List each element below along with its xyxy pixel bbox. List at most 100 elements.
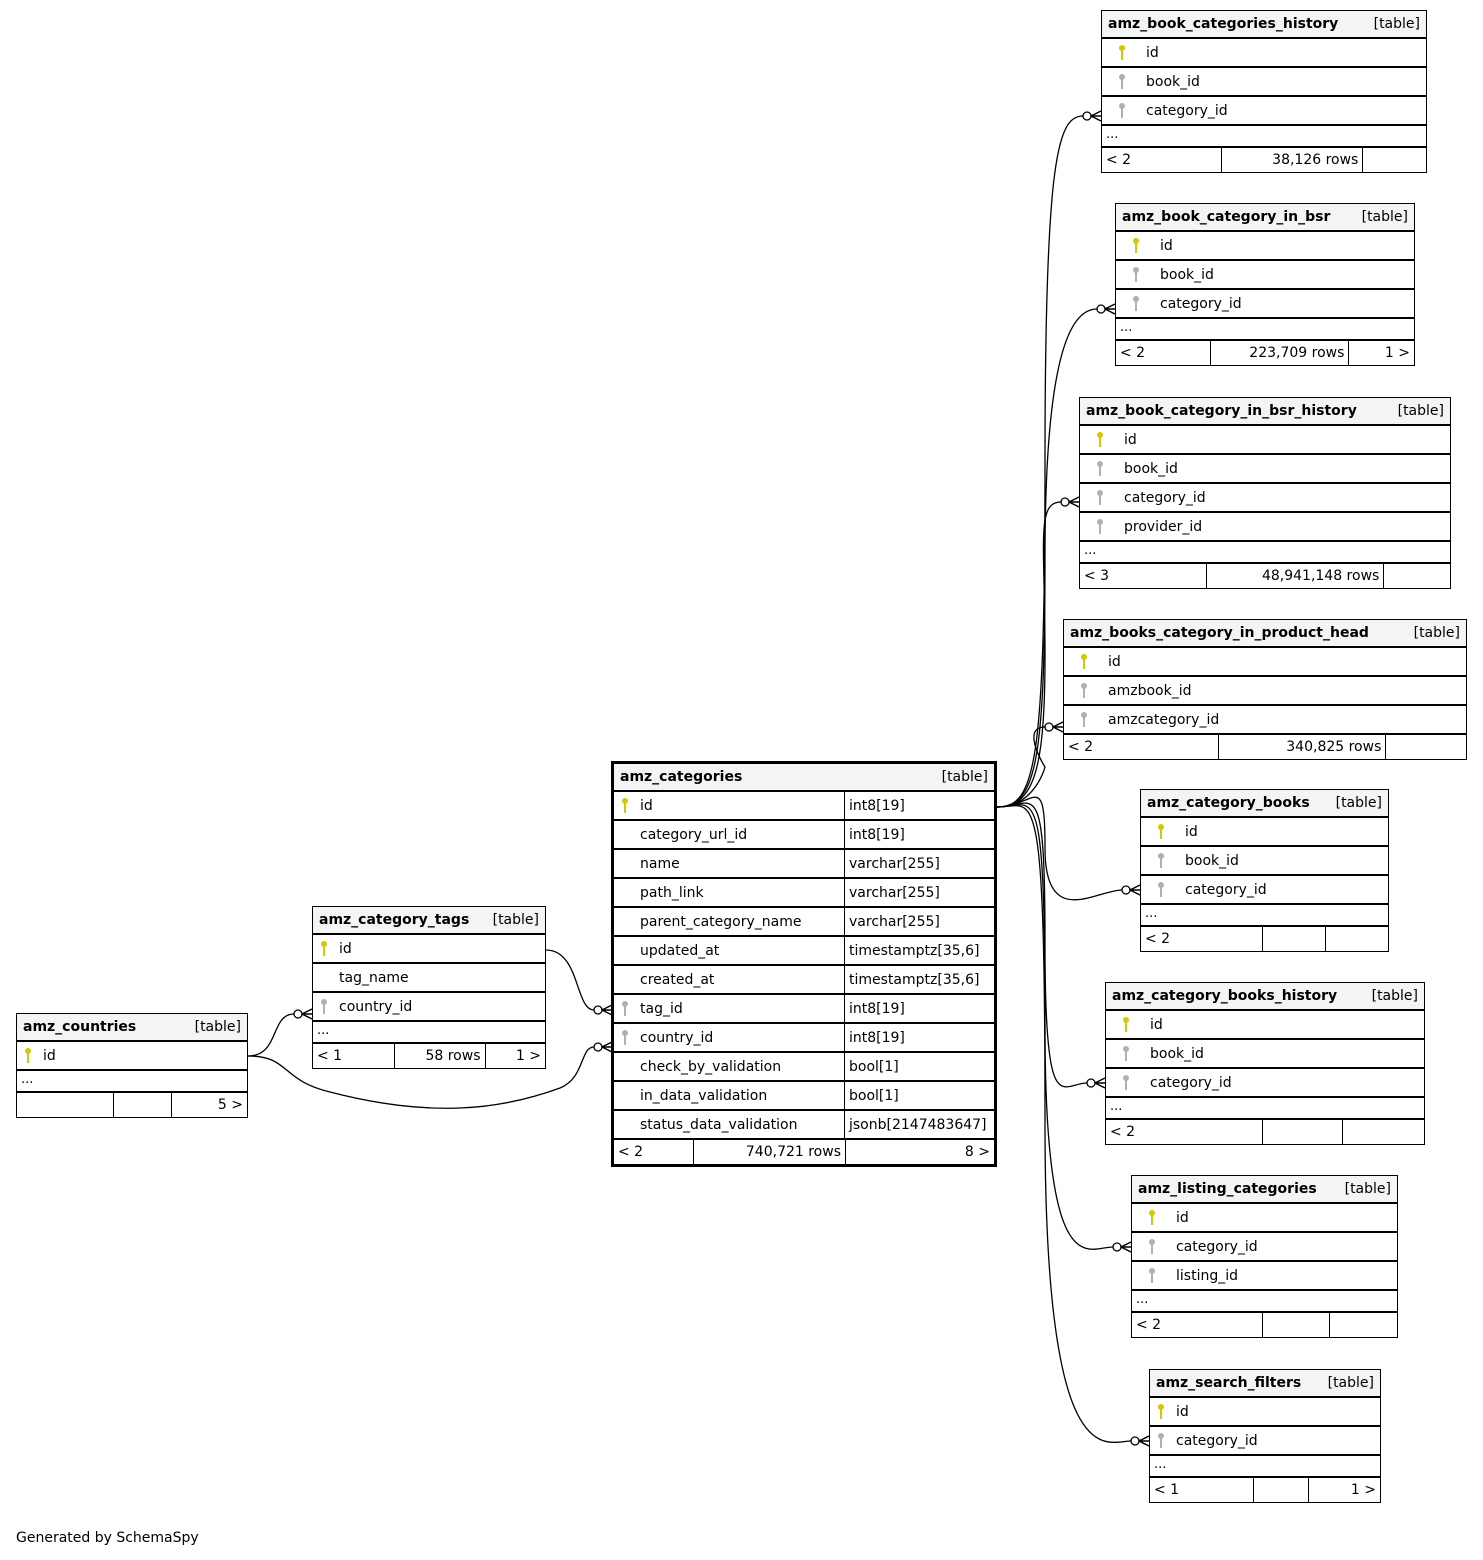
column-row[interactable]: tag_name	[313, 964, 545, 993]
table-amz-countries[interactable]: amz_countries[table]id...5 >	[16, 1013, 248, 1118]
column-row[interactable]: book_id	[1080, 455, 1450, 484]
parents-link[interactable]: < 3	[1080, 564, 1208, 588]
table-amz-book-category-in-bsr-history[interactable]: amz_book_category_in_bsr_history[table]i…	[1079, 397, 1451, 589]
table-name[interactable]: amz_countries	[23, 1019, 137, 1035]
table-name[interactable]: amz_search_filters	[1156, 1375, 1302, 1391]
column-row[interactable]: country_id	[313, 993, 545, 1022]
column-row[interactable]: category_id	[1106, 1069, 1424, 1098]
column-row[interactable]: id	[1080, 426, 1450, 455]
parents-link[interactable]: < 1	[313, 1044, 396, 1068]
column-row[interactable]: book_id	[1141, 847, 1388, 876]
column-row[interactable]: id	[1116, 232, 1414, 261]
table-header[interactable]: amz_categories[table]	[614, 764, 994, 792]
column-row[interactable]: category_id	[1132, 1233, 1397, 1262]
table-header[interactable]: amz_countries[table]	[17, 1014, 247, 1042]
column-row[interactable]: category_id	[1102, 97, 1426, 126]
children-link[interactable]	[1384, 564, 1450, 588]
table-header[interactable]: amz_category_books[table]	[1141, 790, 1388, 818]
table-name[interactable]: amz_categories	[620, 769, 743, 785]
column-row[interactable]: category_id	[1141, 876, 1388, 905]
children-link[interactable]	[1330, 1313, 1398, 1337]
column-row[interactable]: book_id	[1116, 261, 1414, 290]
edge-product-head	[996, 726, 1046, 808]
table-amz-books-category-in-product-head[interactable]: amz_books_category_in_product_head[table…	[1063, 619, 1467, 760]
table-name[interactable]: amz_listing_categories	[1138, 1181, 1317, 1197]
column-row[interactable]: amzcategory_id	[1064, 706, 1466, 735]
table-name[interactable]: amz_book_categories_history	[1108, 16, 1339, 32]
column-row[interactable]: id	[1150, 1398, 1380, 1427]
table-header[interactable]: amz_book_category_in_bsr_history[table]	[1080, 398, 1450, 426]
children-link[interactable]: 5 >	[217, 1097, 244, 1113]
edge-countries-to-tags	[247, 1013, 295, 1057]
column-row[interactable]: provider_id	[1080, 513, 1450, 542]
table-name[interactable]: amz_category_books	[1147, 795, 1310, 811]
table-header[interactable]: amz_category_tags[table]	[313, 907, 545, 935]
table-name[interactable]: amz_category_books_history	[1112, 988, 1338, 1004]
children-link[interactable]: 1 >	[1350, 1482, 1376, 1498]
column-row[interactable]: category_id	[1150, 1427, 1380, 1456]
children-link[interactable]: 1 >	[1384, 345, 1410, 361]
children-link[interactable]	[1326, 927, 1389, 951]
column-row[interactable]: amzbook_id	[1064, 677, 1466, 706]
table-header[interactable]: amz_books_category_in_product_head[table…	[1064, 620, 1466, 648]
table-name[interactable]: amz_category_tags	[319, 912, 470, 928]
parents-link[interactable]: < 2	[1106, 1120, 1263, 1144]
parents-link[interactable]: < 2	[1102, 148, 1223, 172]
table-header[interactable]: amz_book_category_in_bsr[table]	[1116, 204, 1414, 232]
children-link[interactable]	[1386, 735, 1466, 759]
table-name[interactable]: amz_book_category_in_bsr_history	[1086, 403, 1357, 419]
column-row[interactable]: id	[313, 935, 545, 964]
column-row[interactable]: id	[1132, 1204, 1397, 1233]
parents-link[interactable]: < 2	[1132, 1313, 1263, 1337]
column-row[interactable]: book_id	[1102, 68, 1426, 97]
parents-link[interactable]	[17, 1093, 115, 1117]
table-header[interactable]: amz_listing_categories[table]	[1132, 1176, 1397, 1204]
column-row[interactable]: book_id	[1106, 1040, 1424, 1069]
table-header[interactable]: amz_book_categories_history[table]	[1102, 11, 1426, 39]
children-link[interactable]: 8 >	[964, 1144, 990, 1160]
column-row[interactable]: id	[1106, 1011, 1424, 1040]
parents-link[interactable]: < 2	[614, 1140, 694, 1164]
column-row[interactable]: listing_id	[1132, 1262, 1397, 1291]
table-header[interactable]: amz_search_filters[table]	[1150, 1370, 1380, 1398]
more-columns: ...	[1102, 126, 1426, 148]
column-row[interactable]: category_id	[1080, 484, 1450, 513]
parents-link[interactable]: < 1	[1150, 1478, 1255, 1502]
column-row[interactable]: id	[17, 1042, 247, 1071]
primary-key-icon	[1064, 653, 1104, 670]
children-link[interactable]	[1343, 1120, 1425, 1144]
table-name[interactable]: amz_books_category_in_product_head	[1070, 625, 1369, 641]
children-link[interactable]	[1363, 148, 1426, 172]
parents-link[interactable]: < 2	[1064, 735, 1220, 759]
children-link[interactable]: 1 >	[515, 1048, 541, 1064]
parents-link[interactable]: < 2	[1141, 927, 1263, 951]
column-row[interactable]: id	[1064, 648, 1466, 677]
column-row[interactable]: id	[1141, 818, 1388, 847]
column-name: id	[1124, 431, 1137, 448]
table-header[interactable]: amz_category_books_history[table]	[1106, 983, 1424, 1011]
column-row[interactable]: id	[1102, 39, 1426, 68]
table-name[interactable]: amz_book_category_in_bsr	[1122, 209, 1331, 225]
column-row[interactable]: category_id	[1116, 290, 1414, 319]
parents-link[interactable]: < 2	[1116, 341, 1212, 365]
